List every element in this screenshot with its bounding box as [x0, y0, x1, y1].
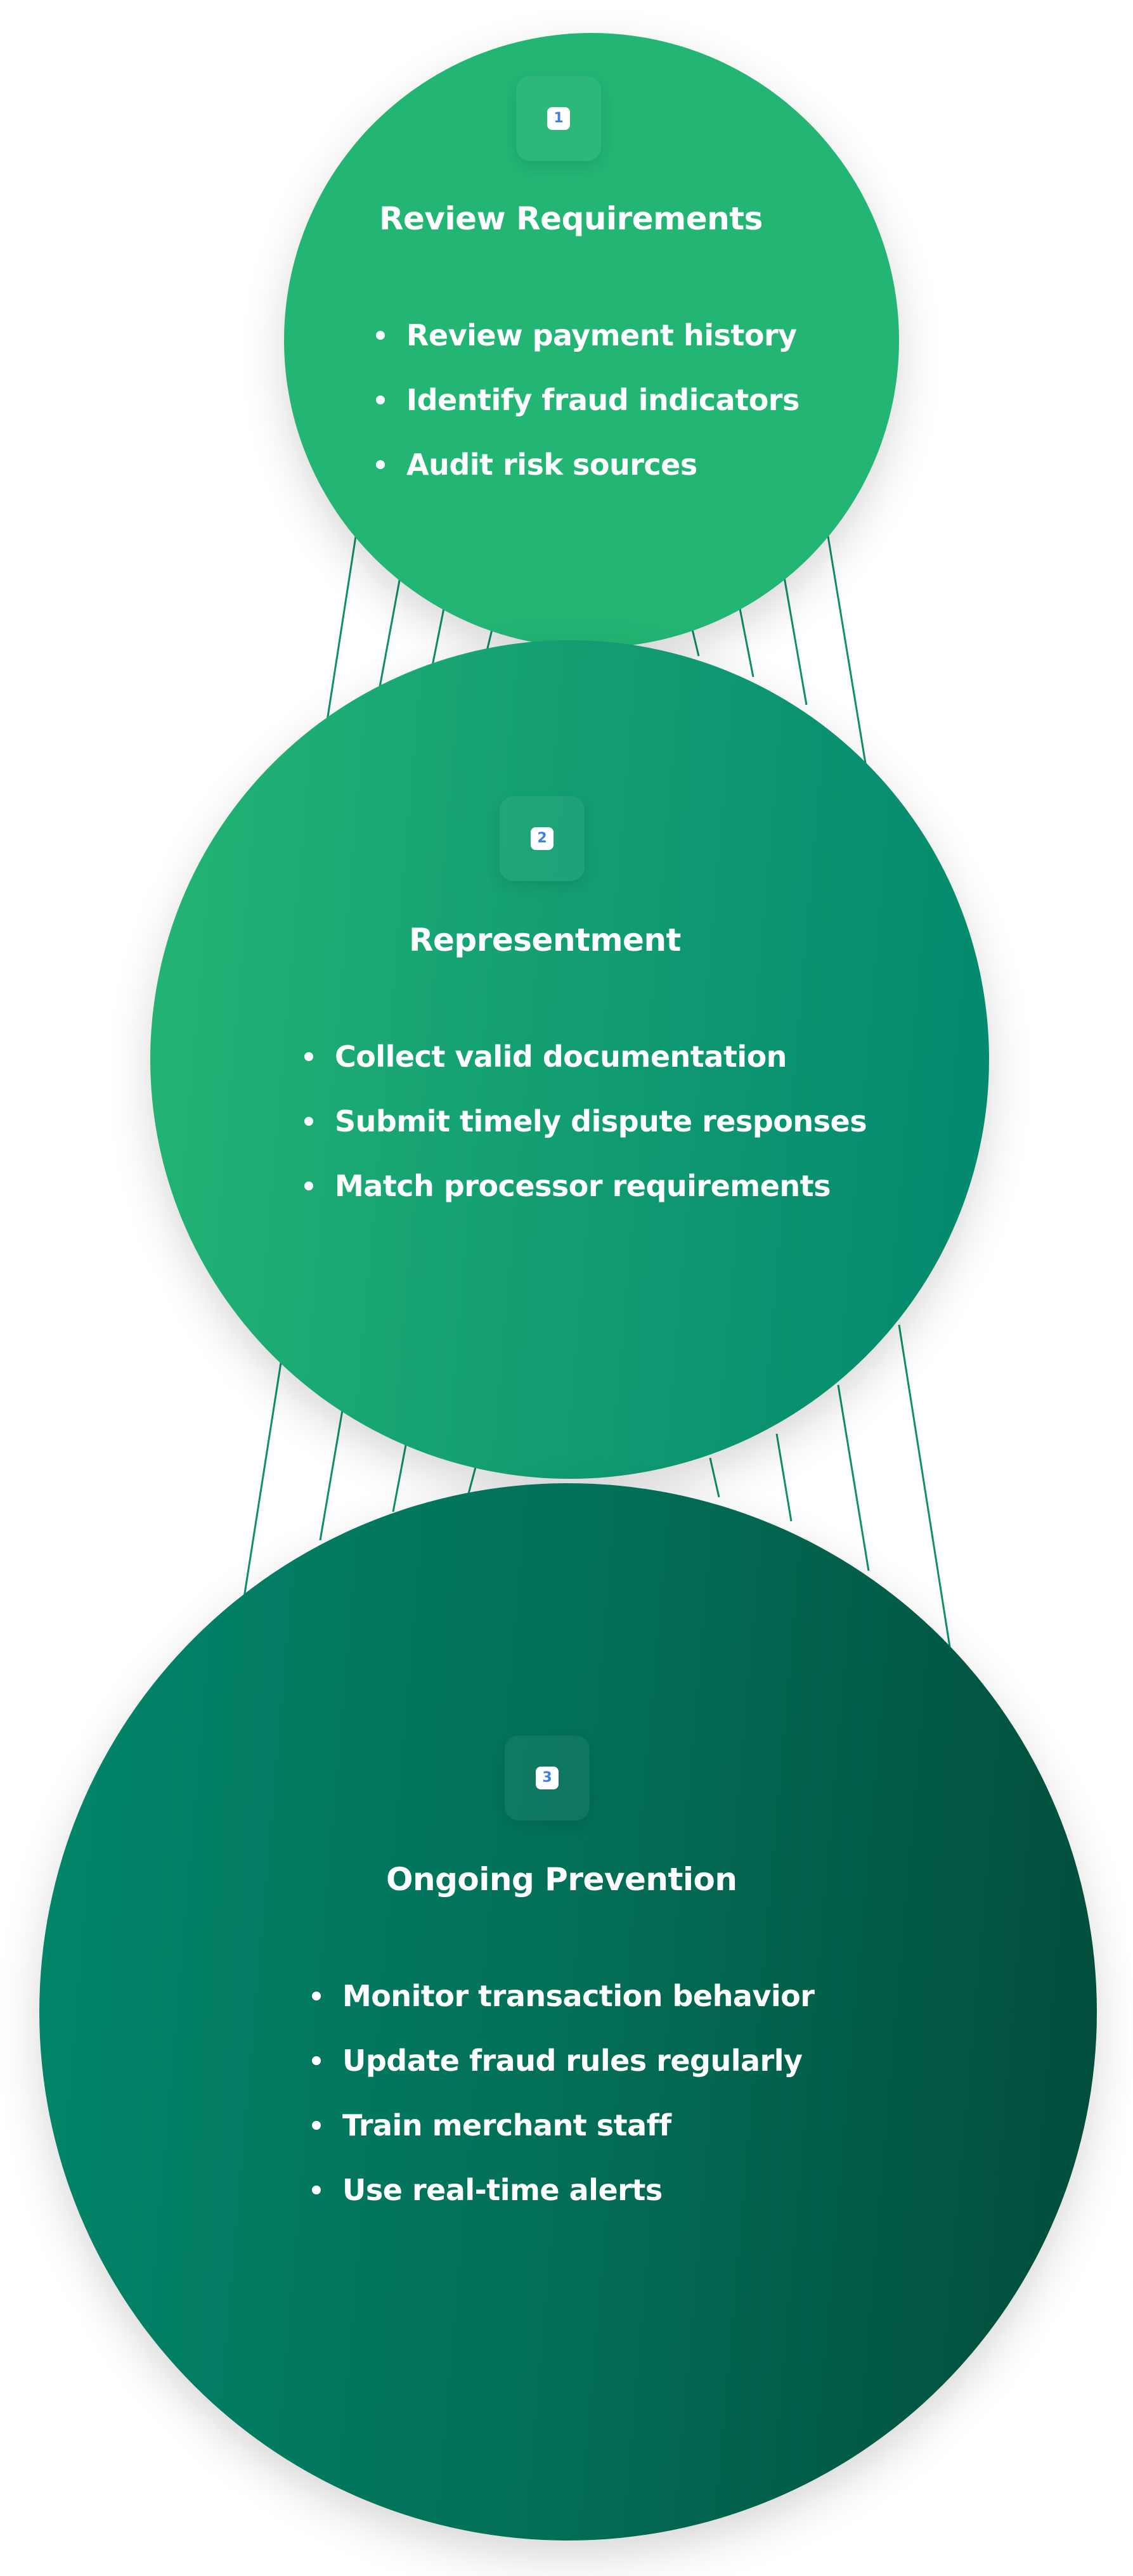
list-item-text: Identify fraud indicators	[406, 383, 800, 417]
step-title: Ongoing Prevention	[386, 1861, 737, 1898]
connector-line	[467, 1467, 477, 1497]
bullet-icon	[376, 331, 385, 340]
list-item-text: Submit timely dispute responses	[335, 1104, 867, 1138]
connector-line	[392, 1445, 407, 1512]
step-1-list: Review payment history Identify fraud in…	[376, 318, 800, 512]
connector-line	[775, 1433, 793, 1522]
step-1-badge: 1	[516, 76, 601, 161]
step-title: Review Requirements	[379, 200, 763, 237]
list-item: Submit timely dispute responses	[304, 1104, 867, 1168]
bullet-icon	[312, 2121, 321, 2130]
step-3-circle: 3 Ongoing Prevention Monitor transaction…	[39, 1483, 1097, 2541]
list-item: Monitor transaction behavior	[312, 1978, 815, 2043]
list-item: Match processor requirements	[304, 1168, 867, 1233]
connector-line	[837, 1384, 870, 1571]
connector-line	[430, 602, 446, 673]
bullet-icon	[312, 1992, 321, 2000]
list-item-text: Review payment history	[406, 318, 797, 352]
step-1-circle: 1 Review Requirements Review payment his…	[284, 33, 899, 648]
step-number: 2	[531, 827, 554, 850]
list-item: Review payment history	[376, 318, 800, 382]
connector-line	[377, 573, 402, 698]
connector-line	[898, 1324, 951, 1647]
step-3-list: Monitor transaction behavior Update frau…	[312, 1978, 815, 2237]
step-2-circle: 2 Representment Collect valid documentat…	[150, 640, 989, 1479]
connector-line	[709, 1457, 720, 1498]
list-item-text: Audit risk sources	[406, 448, 697, 482]
connector-line	[243, 1362, 282, 1598]
bullet-icon	[376, 460, 385, 469]
list-item: Identify fraud indicators	[376, 382, 800, 447]
connector-line	[826, 532, 867, 768]
step-2-list: Collect valid documentation Submit timel…	[304, 1039, 867, 1233]
list-item: Update fraud rules regularly	[312, 2043, 814, 2108]
list-item-text: Train merchant staff	[342, 2108, 671, 2142]
bullet-icon	[304, 1052, 313, 1061]
bullet-icon	[304, 1117, 313, 1126]
list-item-text: Use real-time alerts	[342, 2173, 663, 2207]
list-item: Use real-time alerts	[312, 2172, 814, 2237]
list-item: Audit risk sources	[376, 447, 800, 512]
list-item: Collect valid documentation	[304, 1039, 867, 1104]
connector-line	[782, 573, 808, 705]
connector-line	[319, 1410, 344, 1541]
bullet-icon	[312, 2056, 321, 2065]
bullet-icon	[304, 1182, 313, 1190]
list-item-text: Monitor transaction behavior	[342, 1979, 815, 2013]
step-number: 1	[547, 107, 570, 130]
list-item-text: Match processor requirements	[335, 1169, 831, 1203]
connector-line	[325, 532, 358, 730]
bullet-icon	[312, 2186, 321, 2194]
list-item-text: Collect valid documentation	[335, 1040, 787, 1074]
step-3-badge: 3	[505, 1736, 590, 1820]
step-title: Representment	[409, 922, 681, 958]
list-item-text: Update fraud rules regularly	[342, 2044, 803, 2078]
bullet-icon	[376, 396, 385, 404]
step-number: 3	[536, 1767, 559, 1789]
connector-line	[737, 602, 754, 678]
list-item: Train merchant staff	[312, 2108, 814, 2172]
step-2-badge: 2	[500, 796, 585, 881]
